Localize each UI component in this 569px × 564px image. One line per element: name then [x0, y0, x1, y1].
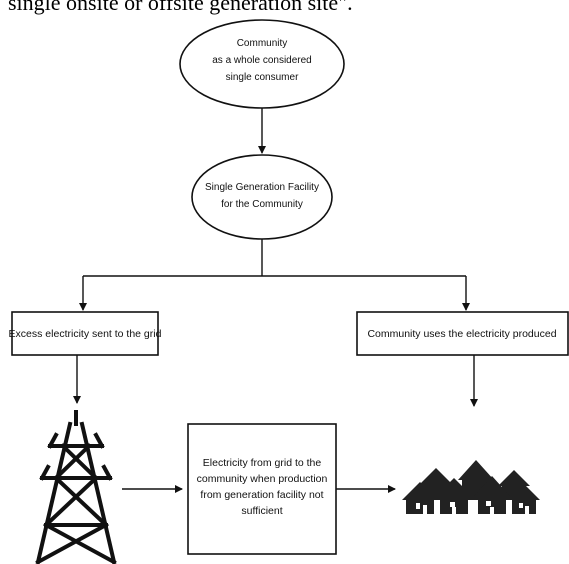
community-ellipse-node: Community as a whole considered single c… [179, 19, 345, 109]
community-line-3: single consumer [226, 72, 299, 83]
from-grid-line-3: from generation facility not [200, 489, 323, 501]
uses-label: Community uses the electricity produced [367, 328, 556, 340]
transmission-tower-icon [35, 410, 117, 564]
generation-line-2: for the Community [221, 199, 303, 210]
excess-box-node: Excess electricity sent to the grid [9, 311, 162, 356]
from-grid-line-2: community when production [197, 473, 328, 485]
community-line-2: as a whole considered [212, 55, 312, 66]
excess-label: Excess electricity sent to the grid [9, 328, 162, 340]
generation-ellipse-node: Single Generation Facility for the Commu… [191, 154, 333, 240]
caption-fragment: single onsite or offsite generation site… [8, 0, 353, 15]
from-grid-line-4: sufficient [241, 505, 282, 517]
uses-box-node: Community uses the electricity produced [356, 311, 569, 356]
from-grid-box-node: Electricity from grid to the community w… [187, 423, 337, 555]
generation-line-1: Single Generation Facility [205, 182, 319, 193]
from-grid-line-1: Electricity from grid to the [203, 457, 322, 469]
houses-icon [402, 460, 540, 514]
community-line-1: Community [237, 38, 288, 49]
